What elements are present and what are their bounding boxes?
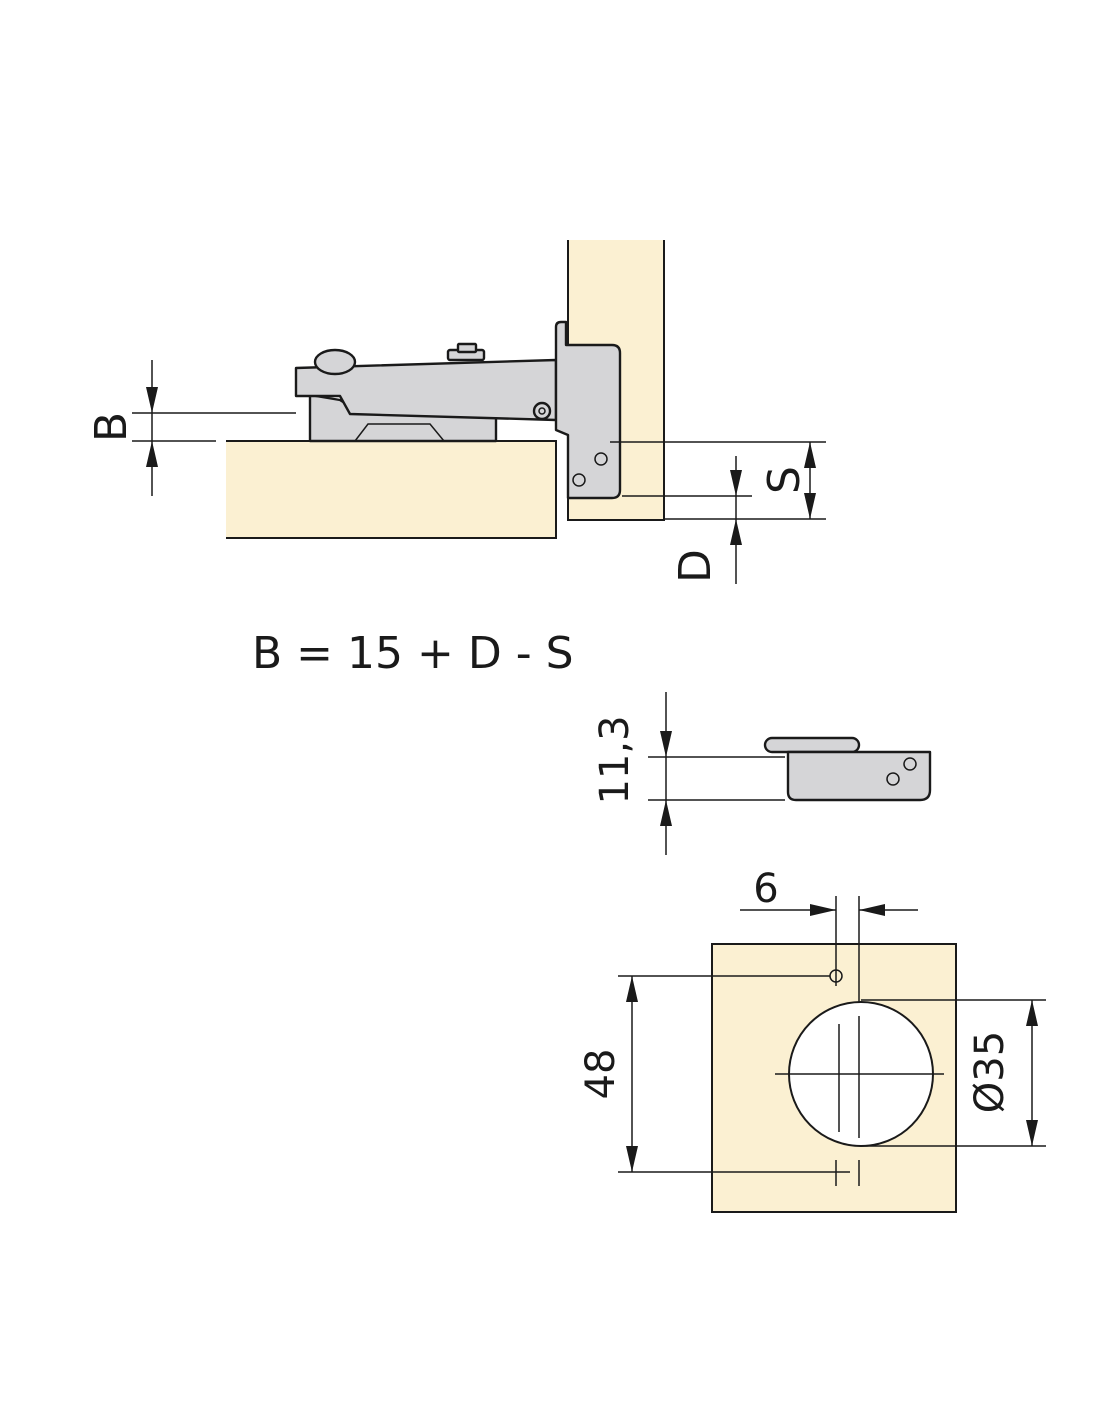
dimension-offset [740, 904, 918, 916]
cup-diameter-label: Ø35 [967, 1031, 1013, 1113]
b-label: B [86, 412, 137, 442]
mounting-plate-view: 11,3 [592, 692, 932, 855]
drilling-pattern: 6 48 Ø35 [578, 866, 1046, 1213]
plate-flange [763, 736, 861, 754]
dimension-b [146, 360, 158, 496]
hole-spacing-label: 48 [578, 1049, 624, 1100]
dimension-d [730, 456, 742, 584]
hinge-cup [554, 320, 622, 500]
dimension-cup-diameter [1026, 1000, 1038, 1146]
dimension-hole-spacing [626, 976, 638, 1172]
d-label: D [670, 549, 721, 583]
dimension-plate-height [660, 692, 672, 855]
plate-height-label: 11,3 [592, 715, 638, 804]
mounting-view: B S D [86, 240, 826, 584]
formula: B = 15 + D - S [252, 628, 574, 679]
offset-label: 6 [753, 866, 778, 912]
s-label: S [759, 466, 810, 494]
cabinet-side-panel [226, 440, 557, 539]
plate-body [786, 750, 932, 802]
dimension-s [804, 442, 816, 519]
hinge-arm [294, 342, 558, 443]
